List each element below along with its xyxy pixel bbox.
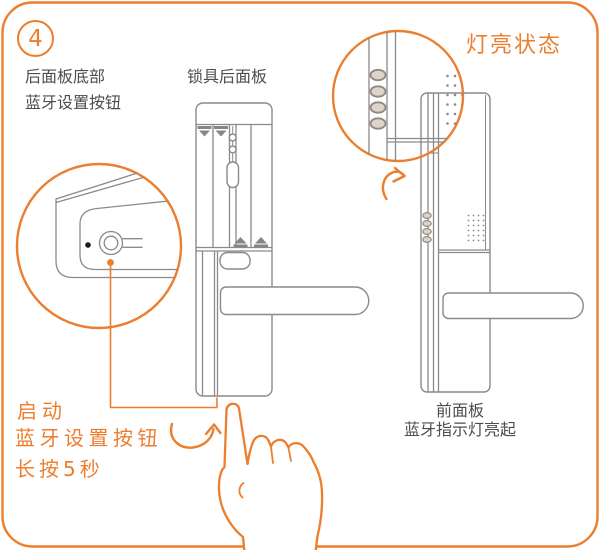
magnified-led-lights (369, 68, 387, 130)
label-lock-back-panel: 锁具后面板 (187, 67, 268, 86)
connector-line (107, 259, 218, 409)
curved-arrow-right-icon (381, 166, 406, 201)
label-front-panel-line1: 前面板 (435, 401, 484, 420)
step-number: 4 (28, 25, 43, 52)
label-back-panel-bottom: 后面板底部 蓝牙设置按钮 (25, 64, 121, 116)
right-magnifier-circle (331, 29, 465, 163)
battery-pull-strap (226, 126, 240, 189)
back-door-handle (219, 286, 370, 316)
front-door-handle (442, 292, 584, 320)
annotation-activate-line1: 启动 (17, 399, 67, 423)
battery-contact (197, 126, 228, 137)
back-panel-drawing (195, 102, 370, 397)
label-front-panel: 前面板 蓝牙指示灯亮起 (389, 401, 531, 439)
thumb-turn (219, 251, 251, 270)
label-front-panel-line2: 蓝牙指示灯亮起 (403, 420, 516, 439)
left-magnifier-circle (15, 162, 183, 330)
battery-contact (233, 237, 268, 248)
annotation-activate-line2: 蓝牙设置按钮 (15, 426, 162, 450)
curved-arrow-left-icon (169, 422, 222, 449)
highlight-dot (107, 259, 114, 266)
pointing-hand-icon (217, 402, 324, 550)
speaker-grille (467, 214, 485, 242)
label-light-on-status: 灯亮状态 (466, 33, 563, 58)
reset-hole-dot (85, 242, 91, 248)
led-indicator-lights (422, 212, 432, 244)
battery-compartment (196, 124, 272, 252)
step-number-badge: 4 (17, 20, 54, 57)
front-panel-drawing (420, 92, 584, 393)
annotation-activate-line3: 长按5秒 (15, 457, 104, 481)
bluetooth-setup-button (98, 230, 143, 256)
label-back-panel-bottom-line1: 后面板底部 (25, 67, 106, 86)
label-back-panel-bottom-line2: 蓝牙设置按钮 (25, 93, 122, 112)
